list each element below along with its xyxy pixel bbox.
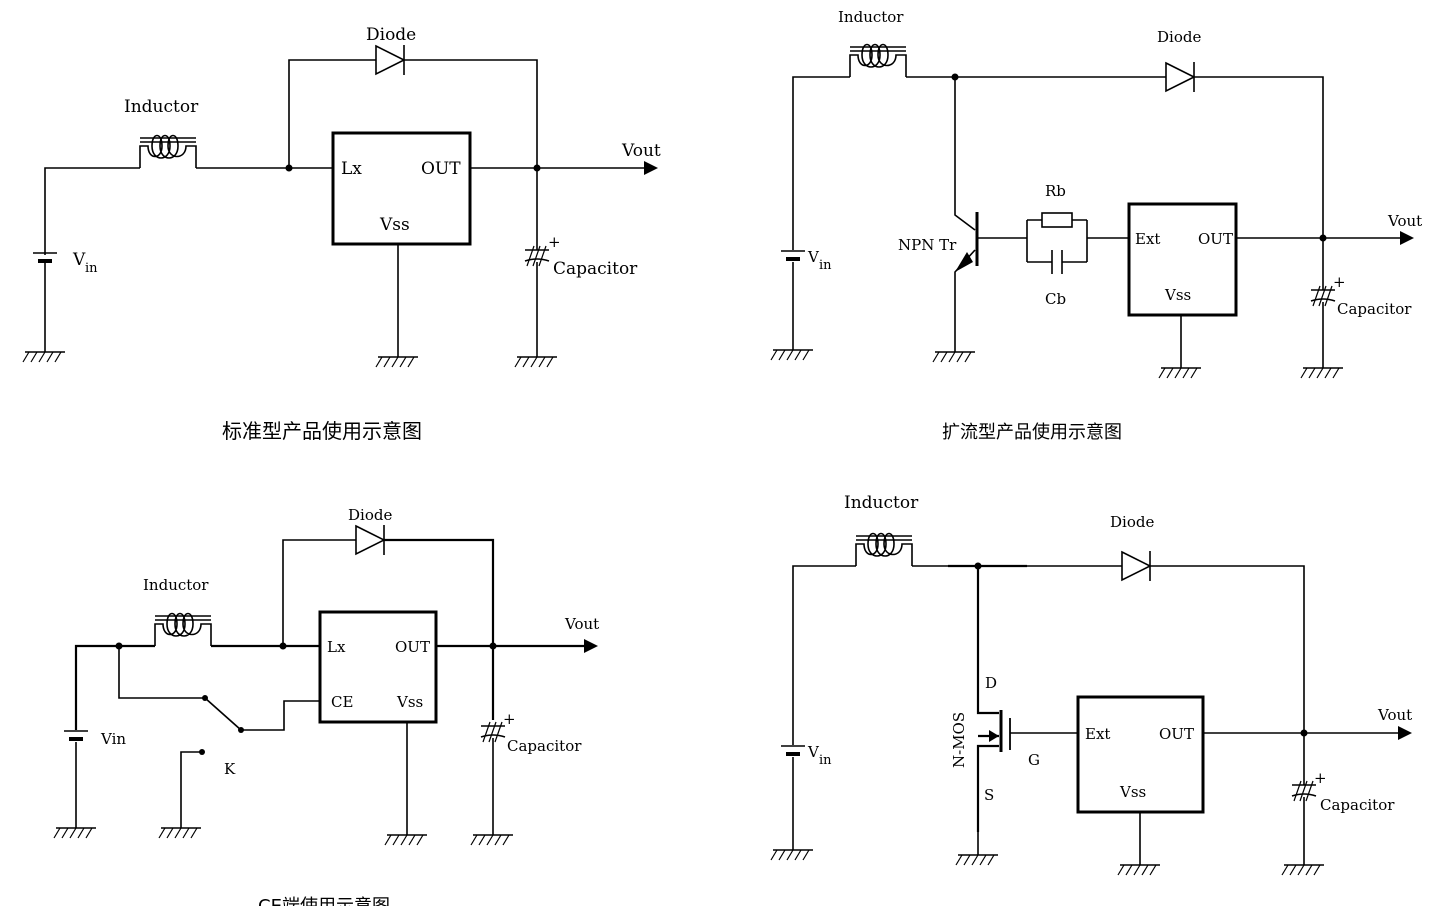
diode-label: Diode — [348, 506, 392, 524]
capacitor-label: Capacitor — [553, 259, 638, 279]
arrow-icon — [955, 252, 973, 272]
ground-symbol — [22, 351, 66, 363]
plus-label: + — [548, 233, 561, 251]
inductor-label: Inductor — [124, 97, 199, 117]
arrow-icon — [1400, 231, 1414, 245]
ground-symbol — [514, 356, 558, 368]
ground-symbol — [158, 827, 202, 839]
diode-symbol — [355, 524, 385, 556]
diode-label: Diode — [366, 25, 416, 45]
pin-g-label: G — [1028, 751, 1040, 769]
diode-label: Diode — [1157, 28, 1201, 46]
pin-out-label: OUT — [395, 638, 430, 656]
resistor-symbol — [1041, 212, 1073, 228]
pin-vss-label: Vss — [396, 693, 423, 711]
diagram-standard: Inductor Diode Vout V in Capacitor + Lx … — [22, 25, 661, 443]
ground-symbol — [375, 356, 419, 368]
inductor-symbol — [139, 134, 197, 169]
battery-symbol — [779, 744, 807, 756]
pin-ext-label: Ext — [1135, 230, 1160, 248]
arrow-icon — [1398, 726, 1412, 740]
arrow-icon — [644, 161, 658, 175]
mos-label: N-MOS — [950, 712, 968, 768]
pin-ext-label: Ext — [1085, 725, 1110, 743]
capacitor-label: Capacitor — [1337, 300, 1412, 318]
vin-subscript: in — [819, 258, 832, 273]
pin-d-label: D — [985, 674, 997, 692]
transistor-label: NPN Tr — [898, 236, 957, 254]
plus-label: + — [1314, 769, 1327, 787]
pin-out-label: OUT — [1159, 725, 1194, 743]
diode-symbol — [375, 44, 405, 76]
ground-symbol — [770, 849, 814, 861]
ic-chip — [1127, 202, 1238, 317]
pin-lx-label: Lx — [341, 159, 362, 179]
diagram-ce-pin: Inductor Diode Vout Vin Capacitor + K Lx… — [53, 506, 599, 906]
inductor-label: Inductor — [143, 576, 209, 594]
pin-out-label: OUT — [421, 159, 461, 179]
ground-symbol — [1117, 864, 1161, 876]
ground-symbol — [470, 834, 514, 846]
ground-symbol — [384, 834, 428, 846]
capacitor-label: Capacitor — [1320, 796, 1395, 814]
diagram-nmos: Inductor Diode Vout V in Capacitor + N-M… — [770, 493, 1412, 876]
ground-symbol — [1281, 864, 1325, 876]
ground-symbol — [1300, 367, 1344, 379]
pin-vss-label: Vss — [1164, 286, 1191, 304]
diagram-caption: CE端使用示意图 — [258, 896, 390, 906]
diagram-caption: 扩流型产品使用示意图 — [942, 422, 1122, 443]
vin-label: V — [807, 743, 820, 761]
pin-out-label: OUT — [1198, 230, 1233, 248]
ic-chip — [1076, 695, 1205, 814]
inductor-symbol — [154, 612, 212, 647]
arrow-icon — [989, 730, 999, 742]
inductor-symbol — [849, 43, 907, 78]
vout-label: Vout — [621, 141, 661, 161]
inductor-symbol — [855, 532, 913, 567]
ground-symbol — [1158, 367, 1202, 379]
diagram-caption: 标准型产品使用示意图 — [222, 419, 422, 443]
plus-label: + — [503, 710, 516, 728]
vin-label: V — [72, 250, 86, 270]
diode-label: Diode — [1110, 513, 1154, 531]
battery-symbol — [779, 249, 807, 261]
ground-symbol — [955, 854, 999, 866]
vout-label: Vout — [1387, 212, 1422, 230]
pin-ce-label: CE — [331, 693, 353, 711]
arrow-icon — [584, 639, 598, 653]
inductor-label: Inductor — [844, 493, 919, 513]
diode-symbol — [1121, 550, 1151, 582]
ground-symbol — [770, 349, 814, 361]
vin-subscript: in — [85, 261, 98, 276]
pin-lx-label: Lx — [327, 638, 346, 656]
capacitor-label: Capacitor — [507, 737, 582, 755]
vout-label: Vout — [1377, 706, 1412, 724]
switch-label: K — [224, 760, 236, 778]
cb-label: Cb — [1045, 290, 1066, 308]
vin-subscript: in — [819, 753, 832, 768]
diode-symbol — [1165, 61, 1195, 93]
vin-label: V — [807, 248, 820, 266]
ground-symbol — [53, 827, 97, 839]
pin-s-label: S — [984, 786, 994, 804]
diagram-expanded-current: Inductor Diode Vout V in Capacitor + NPN… — [770, 8, 1422, 443]
vout-label: Vout — [564, 615, 599, 633]
rb-label: Rb — [1045, 182, 1066, 200]
inductor-label: Inductor — [838, 8, 904, 26]
pin-vss-label: Vss — [1119, 783, 1146, 801]
ground-symbol — [932, 351, 976, 363]
ic-chip — [318, 610, 438, 724]
ic-chip — [331, 131, 472, 246]
battery-symbol — [62, 729, 90, 741]
pin-vss-label: Vss — [379, 215, 410, 235]
vin-label: Vin — [100, 730, 126, 748]
plus-label: + — [1333, 273, 1346, 291]
